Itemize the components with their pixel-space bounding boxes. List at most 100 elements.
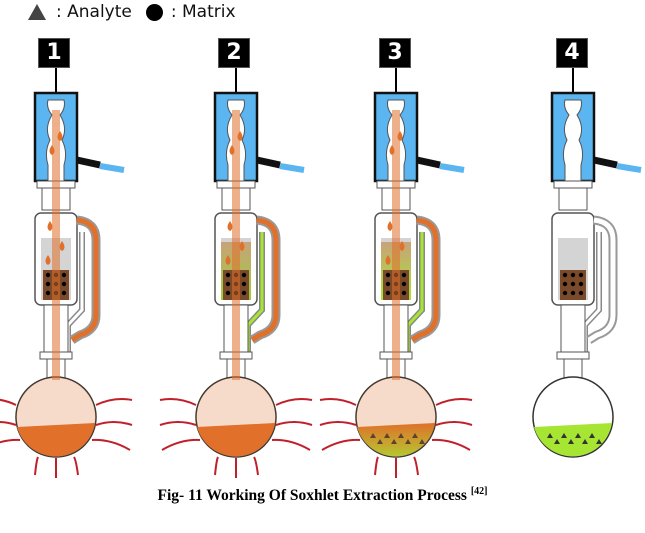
heat-arrow-icon [95, 421, 133, 426]
flask-joint [556, 351, 590, 360]
matrix-particle [562, 290, 568, 296]
heat-arrow-icon [91, 438, 131, 451]
vapor-flow [70, 217, 99, 343]
analyte-particle [384, 433, 390, 438]
analyte-particle [370, 433, 376, 438]
legend-matrix: : Matrix [170, 2, 236, 22]
heat-arrow-icon [435, 398, 473, 406]
vapor-flow [250, 217, 279, 343]
analyte-particle [412, 433, 418, 438]
heat-arrow-icon [0, 398, 17, 406]
solvent-droplet [387, 221, 393, 231]
hose-connector [593, 156, 618, 169]
analyte-particle [596, 439, 602, 444]
flask-vapor-haze [356, 377, 436, 457]
solvent-droplet [229, 145, 235, 155]
solvent-droplet [399, 241, 405, 251]
matrix-particle [225, 290, 231, 296]
apparatus-step-1 [0, 67, 133, 478]
matrix-particle [225, 281, 231, 287]
matrix-particle [562, 272, 568, 278]
apparatus-step-3 [319, 67, 473, 478]
step-label-2: 2 [218, 38, 250, 68]
solvent-droplet [59, 241, 65, 251]
heat-arrow-icon [214, 456, 219, 476]
heat-arrow-icon [275, 421, 313, 426]
matrix-particle [225, 272, 231, 278]
heat-arrow-icon [0, 421, 17, 426]
matrix-particle [570, 290, 576, 296]
matrix-particle [385, 290, 391, 296]
analyte-particle [575, 433, 581, 438]
apparatus-diagram [0, 67, 642, 478]
matrix-particle [578, 272, 584, 278]
water-hose-icon [616, 163, 642, 173]
matrix-particle [45, 290, 51, 296]
solvent-vapor [392, 110, 400, 380]
solvent-droplet [389, 145, 395, 155]
apparatus-step-2 [159, 67, 313, 478]
flask-liquid [357, 423, 435, 457]
analyte-particle [391, 439, 397, 444]
water-hose-icon [99, 163, 125, 173]
flask-liquid [534, 423, 612, 457]
matrix-particle [61, 290, 67, 296]
water-hose-icon [279, 163, 305, 173]
analyte-particle [398, 433, 404, 438]
matrix-particle [562, 281, 568, 287]
solvent-droplet [49, 145, 55, 155]
hose-connector [76, 156, 101, 169]
caption-text: Fig- 11 Working Of Soxhlet Extraction Pr… [157, 487, 471, 505]
heat-arrow-icon [159, 421, 197, 426]
matrix-particle [241, 290, 247, 296]
heat-arrow-icon [0, 438, 21, 444]
step-label-3: 3 [379, 38, 411, 68]
flask-vapor-haze [196, 377, 276, 457]
solvent-droplet [45, 255, 51, 265]
matrix-particle [61, 281, 67, 287]
figure-caption: Fig- 11 Working Of Soxhlet Extraction Pr… [0, 486, 645, 505]
heat-arrow-icon [95, 398, 133, 406]
hose-connector [416, 156, 441, 169]
matrix-particle [578, 281, 584, 287]
vapor-flow [410, 217, 439, 343]
matrix-particle [385, 272, 391, 278]
heat-arrow-icon [431, 438, 471, 451]
water-hose-icon [439, 163, 465, 173]
flask-liquid [197, 423, 275, 457]
matrix-particle [45, 272, 51, 278]
analyte-particle [589, 433, 595, 438]
circle-icon [145, 3, 163, 21]
heat-arrow-icon [374, 456, 379, 476]
heat-arrow-icon [319, 398, 357, 406]
solvent-droplet [57, 131, 63, 141]
caption-reference: [42] [470, 486, 488, 497]
heat-arrow-icon [413, 456, 419, 476]
heat-arrow-icon [435, 421, 473, 426]
matrix-particle [61, 272, 67, 278]
heat-arrow-icon [271, 438, 311, 451]
solvent-droplet [397, 131, 403, 141]
heat-arrow-icon [161, 438, 201, 451]
step-label-1: 1 [38, 38, 70, 68]
matrix-particle [570, 281, 576, 287]
matrix-particle [241, 272, 247, 278]
solvent-vapor [52, 110, 60, 380]
heat-arrow-icon [321, 438, 361, 451]
flask-vapor-haze [16, 377, 96, 457]
heat-arrow-icon [159, 398, 197, 406]
solvent-droplet [225, 255, 231, 265]
matrix-particle [570, 272, 576, 278]
matrix-particle [241, 281, 247, 287]
analyte-particle [377, 439, 383, 444]
solvent-droplet [239, 241, 245, 251]
matrix-particle [401, 281, 407, 287]
solvent-droplet [385, 255, 391, 265]
ground-glass-joint [553, 180, 593, 189]
matrix-particle [578, 290, 584, 296]
adapter-neck [558, 187, 588, 211]
analyte-particle [582, 439, 588, 444]
legend: : Analyte : Matrix [28, 2, 236, 22]
analyte-particle [554, 439, 560, 444]
